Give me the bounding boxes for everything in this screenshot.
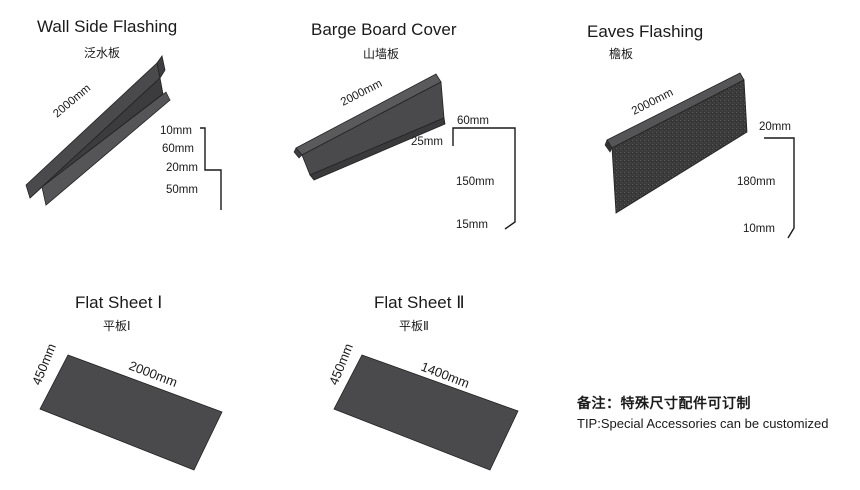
flat-sheet-2-drawing [333,354,519,471]
wall-flashing-dim-20: 20mm [166,162,198,174]
wall-side-flashing-drawing [25,55,171,206]
tip-note-en: TIP:Special Accessories can be customize… [577,416,829,431]
wall-flashing-dim-10: 10mm [160,125,192,137]
eaves-flashing-title: Eaves Flashing [587,22,704,41]
flat-sheet-2-title: Flat Sheet Ⅱ [374,293,465,312]
wall-flashing-top-lip [156,55,166,80]
flat-sheet-1-title: Flat Sheet Ⅰ [75,293,163,312]
eaves-flashing-title-cn: 檐板 [609,47,634,61]
wall-flashing-base [41,91,171,206]
barge-cover-dim-25: 25mm [411,136,443,148]
wall-flashing-profile [200,127,222,210]
barge-cover-front-hook [293,147,303,159]
barge-cover-drip-lip [309,117,446,181]
wall-flashing-upper-face [25,62,161,199]
wall-flashing-length-label: 2000mm [51,82,93,120]
flat-sheet-1-title-cn: 平板Ⅰ [103,319,131,333]
wall-side-flashing-title-cn: 泛水板 [84,46,121,60]
barge-cover-profile [452,127,516,230]
wall-flashing-dim-50: 50mm [166,184,198,196]
eaves-back-lip [604,139,613,153]
eaves-dim-180: 180mm [737,176,775,188]
wall-side-flashing-title: Wall Side Flashing [37,17,178,36]
barge-cover-dim-15: 15mm [456,219,488,231]
barge-cover-dim-60: 60mm [457,115,489,127]
flat-sheet-2-title-cn: 平板Ⅱ [399,319,429,333]
flat-sheet-1-drawing [39,354,223,471]
eaves-dim-10: 10mm [743,223,775,235]
wall-flashing-dim-60: 60mm [162,143,194,155]
barge-cover-length-label: 2000mm [339,78,384,109]
wall-flashing-step [29,77,164,199]
eaves-dim-20: 20mm [759,121,791,133]
barge-board-cover-title: Barge Board Cover [311,20,457,39]
eaves-front-face [611,79,748,214]
barge-cover-dim-150: 150mm [456,176,494,188]
barge-board-cover-drawing [293,73,446,181]
barge-board-cover-title-cn: 山墙板 [363,47,400,61]
eaves-profile [764,137,795,239]
eaves-flashing-drawing [604,72,748,214]
tip-note-cn: 备注：特殊尺寸配件可订制 [577,395,751,411]
